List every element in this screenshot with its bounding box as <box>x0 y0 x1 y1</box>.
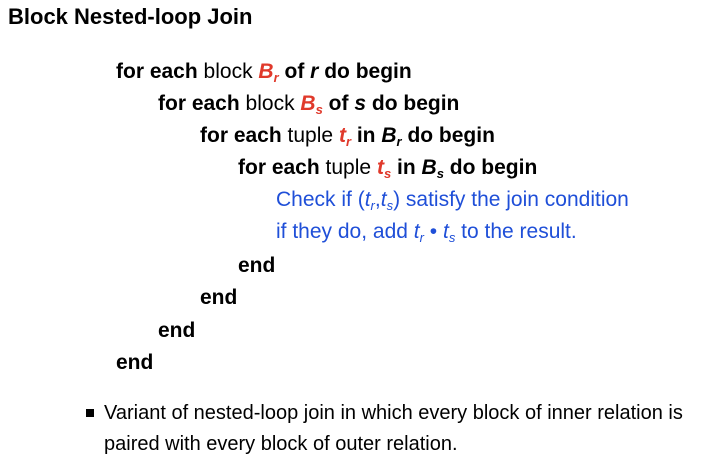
loop-line-4: for each tuple ts in Bs do begin <box>238 154 537 182</box>
keyword-do-begin: do begin <box>371 92 460 115</box>
word-block: block <box>203 60 253 83</box>
loop-line-1: for each block Br of r do begin <box>116 58 412 86</box>
keyword-for-each: for each <box>158 92 240 115</box>
end-line-1: end <box>116 351 154 374</box>
add-prefix: if they do, add <box>276 220 414 243</box>
var-B: Bs <box>300 92 323 117</box>
end-line-4: end <box>238 254 276 277</box>
var-t: tr <box>413 220 424 245</box>
word-block: block <box>245 92 295 115</box>
keyword-do-begin: do begin <box>324 60 412 83</box>
loop-line-2: for each block Bs of s do begin <box>158 90 459 118</box>
check-suffix: ) satisfy the join condition <box>393 188 629 211</box>
keyword-in: in <box>397 156 416 179</box>
check-prefix: Check if ( <box>276 188 365 211</box>
var-t: tr <box>364 188 375 213</box>
keyword-do-begin: do begin <box>407 124 495 147</box>
var-s: s <box>354 92 367 115</box>
keyword-for-each: for each <box>200 124 282 147</box>
var-r: r <box>310 60 319 83</box>
add-suffix: to the result. <box>455 220 577 243</box>
keyword-of: of <box>284 60 305 83</box>
keyword-in: in <box>356 124 376 147</box>
var-t: tr <box>338 124 351 149</box>
var-B: Br <box>258 60 279 85</box>
var-t: ts <box>376 156 392 181</box>
keyword-of: of <box>328 92 349 115</box>
word-tuple: tuple <box>325 156 372 179</box>
bullet-text: Variant of nested-loop join in which eve… <box>104 402 683 455</box>
add-line: if they do, add tr • ts to the result. <box>276 218 577 246</box>
end-line-2: end <box>158 319 196 342</box>
page-title: Block Nested-loop Join <box>8 4 253 29</box>
bullet-square-icon <box>86 409 94 417</box>
word-tuple: tuple <box>287 124 334 147</box>
var-t: ts <box>380 188 394 213</box>
keyword-for-each: for each <box>116 60 198 83</box>
check-line: Check if (tr,ts) satisfy the join condit… <box>276 186 629 214</box>
keyword-for-each: for each <box>238 156 320 179</box>
var-B: Bs <box>421 156 444 181</box>
keyword-do-begin: do begin <box>449 156 538 179</box>
dot-operator: • <box>423 220 443 243</box>
loop-line-3: for each tuple tr in Br do begin <box>200 122 495 150</box>
var-B: Br <box>381 124 402 149</box>
comma: , <box>374 188 381 211</box>
var-t: ts <box>442 220 456 245</box>
end-line-3: end <box>200 286 238 309</box>
